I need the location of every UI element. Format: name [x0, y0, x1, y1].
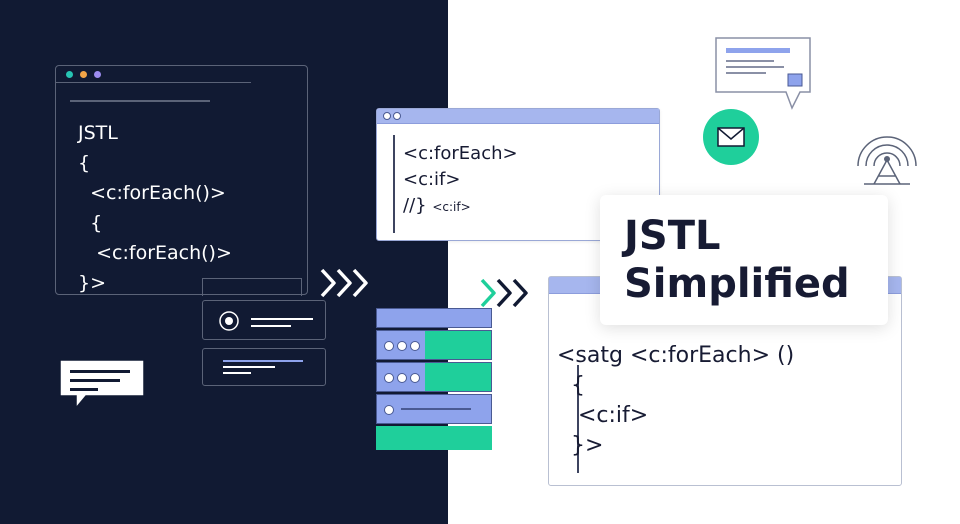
settings-mini-panel [202, 300, 326, 340]
right-code-block: <satg <c:forEach> () { <c:if> }> [557, 341, 794, 461]
code-line: { [557, 373, 585, 398]
antenna-icon [857, 136, 917, 185]
server-row [376, 330, 492, 360]
window-dot-icon [393, 112, 401, 120]
panel-tab [202, 278, 302, 296]
code-line: }> [78, 272, 107, 294]
mail-icon [703, 109, 759, 165]
dark-background-panel [0, 0, 448, 524]
window-dot-icon [66, 71, 73, 78]
server-led-icon [410, 373, 420, 383]
server-row [376, 394, 492, 424]
code-line: JSTL [78, 122, 118, 144]
line-decoration [223, 372, 251, 374]
code-line: { [78, 212, 103, 234]
middle-window-titlebar [377, 109, 659, 124]
divider [70, 100, 210, 102]
window-dot-icon [383, 112, 391, 120]
title-card: JSTL Simplified [600, 195, 888, 325]
server-accent [425, 331, 491, 359]
line-decoration [251, 318, 313, 320]
code-comment: //} [403, 195, 427, 216]
code-line: { [78, 152, 91, 174]
gutter-line [393, 135, 395, 233]
title-line-1: JSTL [624, 213, 721, 259]
chevron-right-icon [480, 278, 528, 308]
window-dot-icon [80, 71, 87, 78]
server-led-icon [384, 341, 394, 351]
code-line: <c:forEach()> [78, 182, 226, 204]
code-line: <c:forEach()> [78, 242, 232, 264]
server-led-icon [384, 405, 394, 415]
code-line: <c:if> [403, 169, 461, 190]
code-small-tag: <c:if> [432, 200, 471, 214]
title-line-2: Simplified [624, 261, 850, 307]
chevron-right-icon [320, 268, 368, 298]
line-decoration [223, 366, 275, 368]
code-line: //} <c:if> [403, 193, 518, 220]
left-window-titlebar [56, 66, 251, 83]
code-line: }> [557, 433, 604, 458]
code-line: <c:if> [557, 403, 649, 428]
server-row [376, 426, 492, 450]
code-line: <satg <c:forEach> () [557, 343, 795, 368]
server-slot [401, 408, 471, 410]
server-row [376, 308, 492, 328]
line-decoration [251, 325, 291, 327]
server-accent [425, 363, 491, 391]
left-code-window: JSTL { <c:forEach()> { <c:forEach()> }> [55, 65, 308, 295]
server-led-icon [397, 341, 407, 351]
server-led-icon [410, 341, 420, 351]
server-led-icon [397, 373, 407, 383]
document-icon [715, 37, 811, 110]
middle-code-block: <c:forEach> <c:if> //} <c:if> [403, 141, 518, 220]
gutter-line [577, 365, 579, 473]
line-decoration [223, 360, 303, 362]
server-row [376, 362, 492, 392]
target-icon [219, 311, 239, 331]
code-line: <c:forEach> [403, 143, 518, 164]
chat-bubble-icon [59, 359, 145, 411]
window-dot-icon [94, 71, 101, 78]
left-code-block: JSTL { <c:forEach()> { <c:forEach()> }> [78, 118, 232, 298]
server-led-icon [384, 373, 394, 383]
lines-mini-panel [202, 348, 326, 386]
